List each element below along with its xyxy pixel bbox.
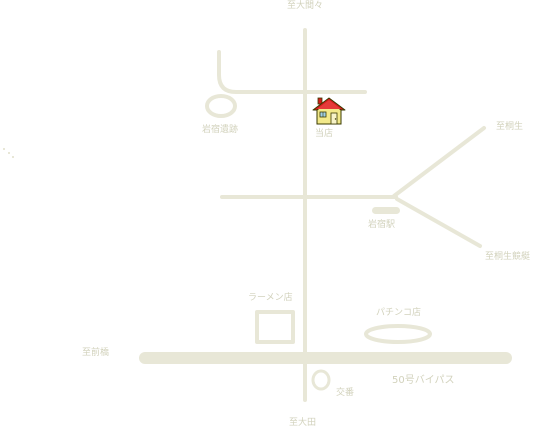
pachinko-shop-marker	[364, 324, 432, 344]
label-to-maebashi: 至前橋	[82, 348, 110, 358]
label-ramen-shop: ラーメン店	[248, 293, 293, 303]
label-to-kiryu: 至桐生	[496, 122, 524, 132]
label-our-store: 当店	[315, 129, 334, 139]
label-iwajuku-station: 岩宿駅	[368, 220, 396, 230]
edge-marks	[3, 148, 14, 158]
road-to-kiryu	[392, 126, 486, 198]
road-to-kiryu-boat	[395, 197, 482, 248]
label-police-box: 交番	[336, 388, 355, 398]
iwajuku-station-marker	[372, 207, 400, 214]
iwajuku-ruins-marker	[205, 94, 237, 118]
label-to-ota: 至大田	[289, 418, 317, 428]
label-pachinko-shop: パチンコ店	[376, 308, 422, 318]
house-icon[interactable]	[312, 96, 346, 126]
label-to-ohmama: 至大間々	[287, 1, 324, 11]
label-route-50-bypass: 50号バイパス	[392, 375, 455, 386]
road-upper-curve	[217, 50, 367, 94]
label-to-kiryu-boat-race: 至桐生競艇	[485, 252, 531, 262]
label-iwajuku-ruins: 岩宿遺跡	[202, 125, 239, 135]
ramen-shop-marker	[255, 310, 295, 344]
police-box-marker	[311, 369, 331, 391]
